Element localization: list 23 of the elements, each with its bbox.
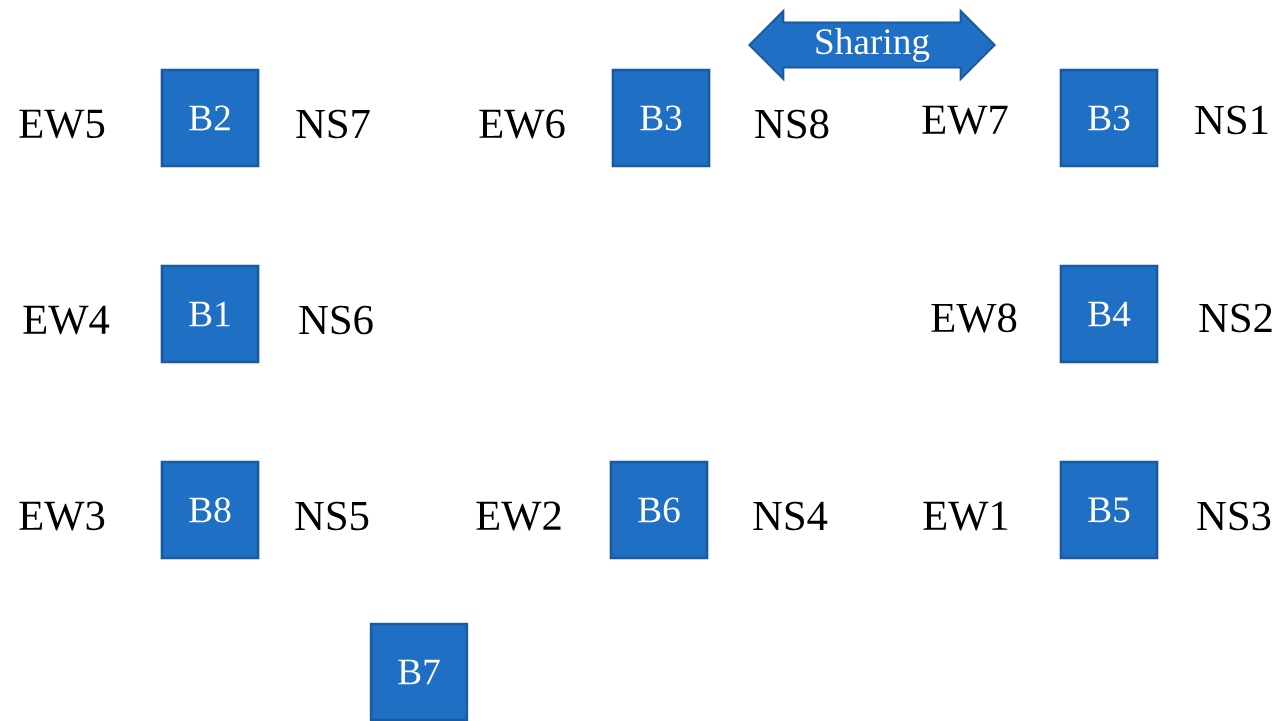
square-box: B3 bbox=[611, 68, 711, 168]
signal-label: NS4 bbox=[753, 501, 828, 531]
signal-label: EW7 bbox=[922, 105, 1008, 135]
square-box: B8 bbox=[160, 460, 260, 560]
signal-label: NS8 bbox=[755, 109, 829, 139]
signal-label: EW4 bbox=[23, 305, 110, 335]
square-box: B6 bbox=[609, 460, 709, 560]
square-box: B5 bbox=[1059, 460, 1159, 560]
signal-label: NS3 bbox=[1197, 501, 1271, 531]
signal-label: NS5 bbox=[295, 501, 369, 531]
signal-label: EW3 bbox=[19, 501, 105, 531]
signal-label: EW2 bbox=[476, 501, 561, 531]
signal-label: NS6 bbox=[299, 305, 373, 335]
signal-label: EW6 bbox=[479, 109, 565, 139]
square-box: B1 bbox=[160, 264, 260, 364]
square-box: B3 bbox=[1059, 68, 1159, 168]
square-box: B7 bbox=[369, 622, 469, 721]
signal-label: EW8 bbox=[931, 303, 1017, 333]
square-box: B4 bbox=[1059, 264, 1159, 364]
signal-label: EW1 bbox=[923, 501, 1008, 531]
square-box: B2 bbox=[160, 68, 260, 168]
signal-label: EW5 bbox=[19, 109, 105, 139]
signal-label: NS2 bbox=[1199, 303, 1272, 333]
